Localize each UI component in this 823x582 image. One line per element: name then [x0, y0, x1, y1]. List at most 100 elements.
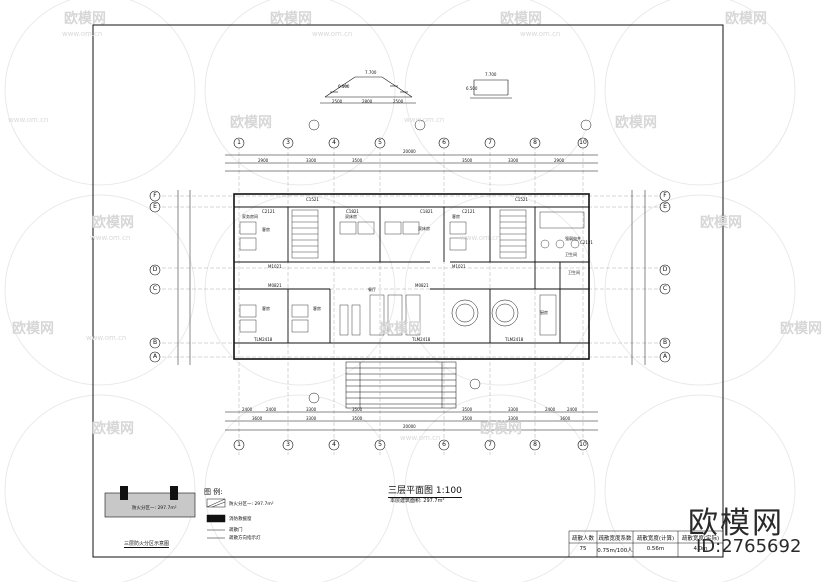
grid-label-column: 1: [237, 139, 241, 146]
grid-label-row: E: [663, 203, 667, 210]
opening-code: M1021: [452, 264, 466, 269]
dim-bottom: 3300: [508, 407, 519, 412]
watermark-brand: 欧模网: [64, 11, 106, 27]
watermark-url: www.om.cn: [312, 30, 353, 38]
dim-top: 2900: [554, 158, 565, 163]
kitchen-fixtures: [540, 239, 580, 249]
opening-code: C1521: [515, 197, 528, 202]
stair-dim: 2800: [362, 99, 373, 104]
watermark-brand: 欧模网: [12, 321, 54, 337]
section-sketch-right: [470, 79, 512, 99]
grid-label-row: B: [662, 339, 668, 346]
dim-top: 3300: [306, 158, 317, 163]
stair-dim: 7.700: [485, 72, 497, 77]
stair-cores: [291, 209, 527, 259]
brand-id: ID:2765692: [696, 536, 802, 557]
dim-total-bottom: 20000: [403, 424, 416, 429]
grid-label-row: D: [662, 266, 668, 273]
room-label: 客房: [262, 227, 270, 232]
stair-dim: 2500: [332, 99, 343, 104]
opening-code: C2121: [580, 240, 593, 245]
watermark-brand: 欧模网: [700, 215, 742, 231]
room-label: 餐厅: [368, 287, 376, 292]
brand-logo: 欧模网: [688, 506, 784, 541]
grid-label-row: D: [152, 266, 158, 273]
grid-label-column: 10: [579, 139, 587, 146]
grid-label-column: 5: [378, 139, 382, 146]
grid-label-row: B: [152, 339, 158, 346]
grid-label-column: 8: [533, 441, 537, 448]
watermark-url: www.om.cn: [404, 116, 445, 124]
drawing-title: 三层平面图 1:100: [388, 483, 462, 498]
dim-bottom: 3500: [462, 407, 473, 412]
dim-bottom: 2400: [545, 407, 556, 412]
table-header: 疏散宽度(计算): [636, 536, 675, 542]
watermark-url: www.om.cn: [8, 116, 49, 124]
stair-dim: 6.500: [338, 84, 350, 89]
grid-label-column: 6: [442, 139, 446, 146]
dim-total-top: 20000: [403, 149, 416, 154]
grid-label-column: 5: [378, 441, 382, 448]
table-cell: 0.75m/100人: [597, 548, 633, 554]
watermark-url: www.om.cn: [62, 30, 103, 38]
opening-code: C1521: [306, 197, 319, 202]
watermark-brand: 欧模网: [230, 115, 272, 131]
legend-swatches: [206, 498, 226, 539]
watermark-brand: 欧模网: [270, 11, 312, 27]
room-label: 双床房: [418, 226, 430, 231]
stats-table: [568, 530, 724, 558]
watermark-url: www.om.cn: [520, 30, 561, 38]
watermark-brand: 欧模网: [92, 421, 134, 437]
dim-bottom-outer: 3300: [508, 416, 519, 421]
room-label: 厨房: [540, 310, 548, 315]
legend-item: 疏散门: [229, 528, 243, 533]
table-header: 疏散宽度系数: [598, 536, 632, 542]
opening-code: C1821: [420, 209, 433, 214]
stair-dim: 7.700: [365, 70, 377, 75]
dim-bottom-outer: 3500: [352, 416, 363, 421]
watermark-brand: 欧模网: [780, 321, 822, 337]
grid-label-row: F: [153, 192, 157, 199]
grid-label-column: 8: [533, 139, 537, 146]
room-label: 卫生间: [565, 252, 577, 257]
dim-bottom-outer: 3500: [462, 416, 473, 421]
dim-bottom-outer: 3300: [306, 416, 317, 421]
room-label: 家务房间: [242, 214, 258, 219]
fire-zone-diagram: [104, 486, 196, 518]
opening-code: M1021: [268, 264, 282, 269]
table-cell: 75: [579, 546, 587, 552]
fire-zone-label: 防火分区一: 297.7m²: [132, 506, 177, 511]
table-header: 疏散人数: [571, 536, 594, 542]
opening-code: TLM2418: [505, 337, 524, 342]
watermark-url: www.om.cn: [90, 234, 131, 242]
grid-label-column: 7: [488, 139, 492, 146]
grid-label-row: E: [153, 203, 157, 210]
dim-bottom: 2400: [567, 407, 578, 412]
room-label: 客房: [313, 306, 321, 311]
watermark-url: www.om.cn: [460, 234, 501, 242]
watermark-brand: 欧模网: [380, 321, 422, 337]
grid-label-column: 6: [442, 441, 446, 448]
room-label: 客房: [452, 214, 460, 219]
dim-bottom-outer: 3600: [252, 416, 263, 421]
entrance-stair: [345, 361, 457, 409]
opening-code: TLM2418: [412, 337, 431, 342]
dim-bottom: 2400: [266, 407, 277, 412]
watermark-brand: 欧模网: [480, 421, 522, 437]
grid-label-column: 3: [286, 139, 290, 146]
furniture: [239, 211, 585, 336]
grid-label-row: C: [662, 285, 668, 292]
opening-code: C1821: [346, 209, 359, 214]
interior-walls: [234, 206, 589, 344]
section-sketch-left: [320, 76, 416, 104]
dimension-lines: [177, 154, 646, 431]
dim-bottom: 3300: [306, 407, 317, 412]
opening-code: TLM2418: [254, 337, 273, 342]
grid-label-column: 1: [237, 441, 241, 448]
watermark-circles: [4, 0, 796, 582]
grid-label-column: 4: [332, 441, 336, 448]
sheet-border: [92, 24, 724, 558]
grid-label-row: A: [152, 353, 158, 360]
fire-zone-caption: 三层防火分区示意图: [124, 541, 170, 548]
watermark-brand: 欧模网: [725, 11, 767, 27]
